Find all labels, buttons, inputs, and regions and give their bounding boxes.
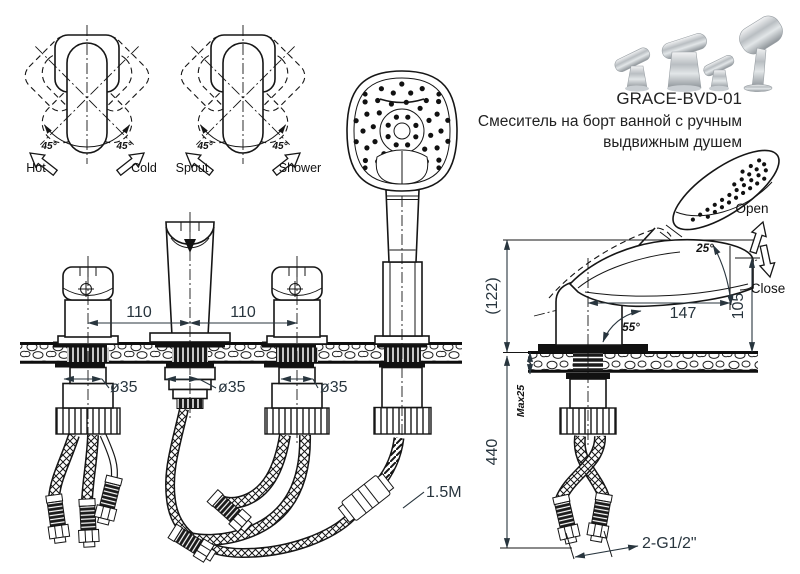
thread-size-label: 2-G1/2" <box>642 535 697 552</box>
dim-hole-right: ø35 <box>320 379 348 396</box>
dim-max-deck-thickness: Max25 <box>515 385 527 417</box>
dim-below-deck: 440 <box>484 439 501 466</box>
hose-fitting <box>76 497 100 548</box>
dim-reach: 147 <box>670 305 697 322</box>
cold-label: Cold <box>131 161 157 175</box>
hand-shower-column <box>346 70 458 446</box>
angle-label-right: 45° <box>271 141 288 152</box>
title-block: GRACE-BVD-01 Смеситель на борт ванной с … <box>478 15 783 151</box>
product-photo <box>614 15 783 92</box>
hose-fitting <box>43 493 71 545</box>
dim-outlet-height: 105 <box>730 293 747 320</box>
dim-110-right: 110 <box>230 304 256 321</box>
side-view-dimensions: (122) 440 Max25 147 105 25° 55° Open Clo… <box>484 201 786 560</box>
front-view: 110 110 ø35 ø35 ø35 1.5M <box>20 70 462 566</box>
deck-board <box>20 345 462 362</box>
hose-fitting <box>166 521 219 566</box>
rotation-diagram-mixer: 45° 45° Hot Cold <box>20 25 157 179</box>
right-handle-column <box>262 256 330 446</box>
hot-label: Hot <box>26 161 46 175</box>
shower-head-face <box>346 70 458 192</box>
side-supply-hoses <box>550 435 615 546</box>
angle-open-label: 25° <box>695 243 714 255</box>
angle-label-left: 45° <box>40 141 57 152</box>
angle-label-left: 45° <box>196 141 213 152</box>
handle-rotation-drawing <box>20 25 154 179</box>
rotation-diagram-diverter: 45° 45° Spout Shower <box>176 25 321 179</box>
product-description-line1: Смеситель на борт ванной с ручным <box>478 113 742 130</box>
hose-fitting <box>92 474 125 527</box>
hose-length-label: 1.5M <box>426 484 462 501</box>
spout-column <box>149 212 231 420</box>
spout-label: Spout <box>176 161 209 175</box>
spray-nozzle-dots <box>690 158 768 222</box>
front-view-dimensions: 110 110 ø35 ø35 ø35 1.5M <box>63 304 462 509</box>
dim-hole-center: ø35 <box>218 379 246 396</box>
dim-total-height: (122) <box>484 277 501 314</box>
hose-connector <box>337 472 395 524</box>
hose-fitting <box>585 491 615 544</box>
angle-swing-label: 55° <box>622 322 640 334</box>
product-description-line2: выдвижным душем <box>603 134 742 151</box>
angle-label-right: 45° <box>115 141 132 152</box>
side-view: (122) 440 Max25 147 105 25° 55° Open Clo… <box>484 149 786 560</box>
handle-rotation-drawing <box>176 25 310 179</box>
dim-110-left: 110 <box>126 304 152 321</box>
close-direction-arrow <box>755 243 778 280</box>
close-label: Close <box>751 281 786 296</box>
supply-hoses <box>43 407 405 566</box>
open-label: Open <box>735 201 768 216</box>
dim-hole-left: ø35 <box>110 379 138 396</box>
shower-label: Shower <box>279 161 321 175</box>
hose-fitting <box>550 493 582 546</box>
left-handle-column <box>53 256 121 446</box>
deck-board-side <box>528 354 758 370</box>
model-number: GRACE-BVD-01 <box>616 89 742 108</box>
